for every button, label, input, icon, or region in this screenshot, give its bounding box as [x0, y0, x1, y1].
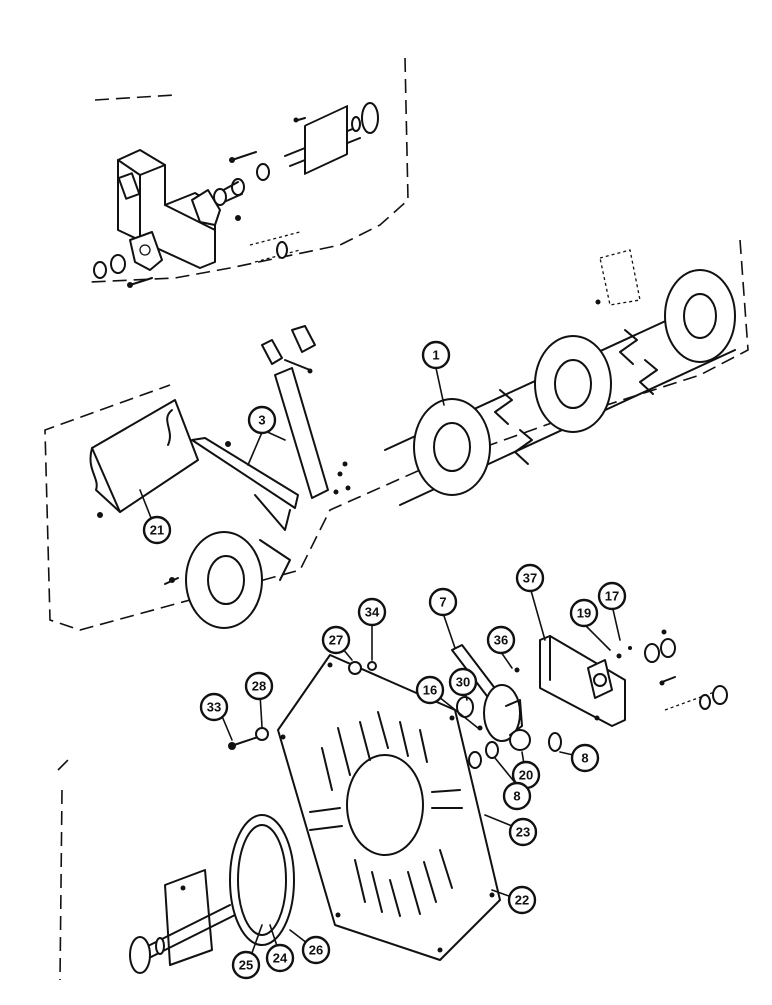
bottom-shaft	[129, 869, 236, 974]
nut	[348, 661, 362, 675]
callout-28: 28	[244, 671, 274, 701]
callout-17: 17	[597, 581, 627, 611]
callout-label: 17	[605, 589, 619, 604]
top-group-boundary-left	[94, 94, 176, 101]
callout-36: 36	[486, 625, 516, 655]
lower-endplate-assembly	[57, 629, 728, 981]
callout-label: 37	[523, 571, 537, 586]
callout-label: 21	[150, 523, 164, 538]
callout-7: 7	[428, 587, 458, 617]
callout-24: 24	[265, 943, 295, 973]
callout-label: 25	[239, 958, 253, 973]
shield-plate	[91, 399, 199, 513]
callout-23: 23	[508, 817, 538, 847]
clamp-left	[261, 339, 283, 365]
flange-ring-lower	[185, 531, 263, 629]
callout-label: 36	[494, 633, 508, 648]
flange-ring-1	[413, 398, 491, 496]
callout-21: 21	[142, 515, 172, 545]
callout-19: 19	[569, 598, 599, 628]
callout-layer: 1 3 21 7 37 17 19 36 27 34 30 28 33 16 2…	[142, 340, 627, 980]
flange-ring-3	[664, 269, 736, 363]
seal-ring	[229, 814, 295, 946]
flange-ring-2	[534, 335, 612, 433]
callout-label: 27	[329, 633, 343, 648]
middle-drum-assembly	[44, 239, 749, 631]
drive-bracket	[539, 635, 626, 727]
clamp-right	[291, 325, 316, 353]
callout-30: 30	[448, 667, 478, 697]
callout-label: 8	[513, 789, 520, 804]
bearing-plate	[129, 231, 163, 271]
callout-8: 8	[570, 743, 600, 773]
callout-8: 8	[502, 781, 532, 811]
top-bearing-assembly	[89, 57, 409, 288]
callout-label: 26	[309, 943, 323, 958]
callout-label: 30	[456, 675, 470, 690]
callout-27: 27	[321, 625, 351, 655]
callout-label: 16	[423, 683, 437, 698]
callout-label: 33	[207, 700, 221, 715]
callout-33: 33	[199, 692, 229, 722]
callout-25: 25	[231, 950, 261, 980]
callout-1: 1	[421, 340, 451, 370]
callout-label: 19	[577, 606, 591, 621]
hub	[509, 729, 531, 751]
gusset-plate	[191, 189, 221, 226]
middle-group-boundary	[44, 239, 749, 631]
bolt	[233, 736, 259, 746]
brace-upright	[274, 367, 329, 499]
callout-37: 37	[515, 563, 545, 593]
callout-label: 8	[581, 751, 588, 766]
callout-label: 20	[519, 768, 533, 783]
callout-34: 34	[357, 597, 387, 627]
callout-16: 16	[415, 675, 445, 705]
callout-label: 7	[439, 595, 446, 610]
callout-label: 34	[365, 605, 380, 620]
callout-label: 22	[515, 893, 529, 908]
callout-label: 3	[258, 413, 265, 428]
ring-top	[256, 163, 270, 181]
callout-label: 23	[516, 825, 530, 840]
lower-group-boundary	[57, 759, 69, 981]
callout-22: 22	[507, 885, 537, 915]
flange-disc	[361, 102, 379, 134]
brace-arm	[191, 437, 299, 509]
callout-label: 1	[432, 348, 439, 363]
callout-label: 28	[252, 679, 266, 694]
plate-slots	[309, 711, 463, 917]
callout-label: 24	[273, 951, 288, 966]
callout-3: 3	[247, 405, 277, 435]
callout-26: 26	[301, 935, 331, 965]
